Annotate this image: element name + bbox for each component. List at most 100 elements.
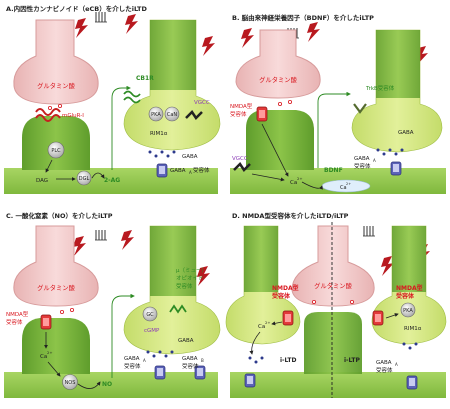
svg-text:Ca: Ca xyxy=(340,185,347,191)
svg-text:NOS: NOS xyxy=(65,380,76,386)
lightning-bolt-icon xyxy=(121,230,134,250)
svg-text:NMDA型: NMDA型 xyxy=(6,310,29,318)
svg-text:NMDA型: NMDA型 xyxy=(230,102,253,110)
svg-text:受容体: 受容体 xyxy=(396,292,415,300)
bdnf-label: BDNF xyxy=(324,167,343,174)
nmda-receptor xyxy=(256,106,268,122)
svg-text:受容体: 受容体 xyxy=(193,166,210,174)
svg-text:受容体: 受容体 xyxy=(376,366,393,374)
mu-opioid-receptor xyxy=(169,304,187,314)
mglur-label: mGluR-I xyxy=(62,113,84,119)
svg-text:受容体: 受容体 xyxy=(124,362,141,370)
svg-text:GABA: GABA xyxy=(398,130,414,136)
svg-text:GABA: GABA xyxy=(124,356,140,362)
svg-text:GABA: GABA xyxy=(182,356,198,362)
postsynaptic-spine xyxy=(22,318,90,374)
gabaa-receptor-right xyxy=(406,375,418,390)
glutamatergic-terminal xyxy=(235,29,321,99)
nmda-receptor-right xyxy=(372,310,384,326)
panel-c: C. 一酸化窒素（NO）を介したiLTP グルタミン酸 NMDA型 受容体 Ca… xyxy=(4,211,221,398)
svg-text:受容体: 受容体 xyxy=(6,318,23,326)
svg-text:グルタミン酸: グルタミン酸 xyxy=(37,283,75,292)
nos-molecule xyxy=(62,374,78,390)
vgcc-label: VGCC xyxy=(232,156,248,162)
gaba-vesicles xyxy=(148,150,176,158)
svg-text:2+: 2+ xyxy=(47,350,53,355)
svg-text:PKA: PKA xyxy=(403,308,413,314)
cgmp-label: cGMP xyxy=(144,328,160,334)
panel-d-title: D. NMDA型受容体を介したiLTD/iLTP xyxy=(232,211,349,220)
lightning-bolt-icon xyxy=(125,14,138,34)
svg-text:受容体: 受容体 xyxy=(182,362,199,370)
glutamatergic-terminal xyxy=(13,19,99,105)
gaba-vesicles xyxy=(146,350,174,358)
glutamatergic-terminal xyxy=(13,225,99,307)
svg-text:2+: 2+ xyxy=(265,320,271,325)
spike-train-icon xyxy=(94,229,108,241)
svg-text:A: A xyxy=(373,158,376,163)
spike-train-icon xyxy=(94,11,108,23)
svg-text:2+: 2+ xyxy=(346,182,351,186)
svg-text:A: A xyxy=(395,362,398,367)
panel-b-title: B. 脳由来神経栄養因子（BDNF）を介したiLTP xyxy=(232,13,374,22)
trkb-receptor xyxy=(353,103,367,114)
glutamate-label: グルタミン酸 xyxy=(37,81,75,90)
svg-text:B: B xyxy=(201,358,204,363)
glutamatergic-terminal xyxy=(291,225,375,307)
lightning-bolt-icon xyxy=(75,18,88,38)
svg-text:CaN: CaN xyxy=(167,112,178,118)
gaba-vesicles xyxy=(376,148,404,156)
lightning-bolt-icon xyxy=(307,22,320,42)
panel-c-title: C. 一酸化窒素（NO）を介したiLTP xyxy=(6,211,113,220)
svg-text:受容体: 受容体 xyxy=(230,110,247,118)
gabaa-receptor xyxy=(390,161,402,176)
iltd-label: i-LTD xyxy=(280,357,296,364)
svg-text:受容体: 受容体 xyxy=(272,292,291,300)
can-molecule xyxy=(164,106,180,122)
svg-text:PLC: PLC xyxy=(51,148,61,154)
pka-molecule xyxy=(148,106,164,122)
svg-text:受容体: 受容体 xyxy=(354,162,371,170)
trkb-label: TrkB受容体 xyxy=(365,84,395,92)
vgcc-channel xyxy=(233,162,251,172)
postsynaptic-dendrite xyxy=(4,168,218,194)
pka-molecule xyxy=(400,302,416,318)
nmda-receptor-left xyxy=(282,310,294,326)
2ag-label: 2-AG xyxy=(104,177,120,184)
svg-text:Ca: Ca xyxy=(258,324,265,330)
gaba-label: GABA xyxy=(182,154,198,160)
dag-label: DAG xyxy=(36,178,48,184)
mglur-receptor xyxy=(35,108,61,116)
no-label: NO xyxy=(102,381,112,388)
gabaa-receptor-left xyxy=(244,373,256,388)
spike-train-icon xyxy=(362,225,376,237)
dgl-molecule xyxy=(76,170,92,186)
panel-a-title: A.内因性カンナビノイド（eCB）を介したiLTD xyxy=(6,4,147,13)
panel-d: D. NMDA型受容体を介したiLTD/iLTP グルタミン酸 NMDA型 受容… xyxy=(225,211,447,398)
svg-text:2+: 2+ xyxy=(297,176,303,181)
lightning-bolt-icon xyxy=(202,36,215,56)
gabaa-receptor xyxy=(156,163,168,178)
panel-b: B. 脳由来神経栄養因子（BDNF）を介したiLTP グルタミン酸 NMDA型 … xyxy=(230,13,446,194)
svg-text:グルタミン酸: グルタミン酸 xyxy=(259,75,297,84)
rim-label: RIM1α xyxy=(150,131,168,137)
panel-a: A.内因性カンナビノイド（eCB）を介したiLTD グルタミン酸 mGluR-I… xyxy=(4,4,221,194)
postsynaptic-dendrite xyxy=(4,372,218,398)
svg-text:GABA: GABA xyxy=(170,168,186,174)
svg-text:PKA: PKA xyxy=(151,112,161,118)
svg-text:GABA: GABA xyxy=(178,338,194,344)
svg-text:受容体: 受容体 xyxy=(176,282,193,290)
svg-text:GABA: GABA xyxy=(354,156,370,162)
cb1r-label: CB1R xyxy=(136,75,154,82)
vgcc-channel xyxy=(185,110,203,120)
cb1r-receptor xyxy=(123,90,141,98)
svg-text:A: A xyxy=(189,170,192,175)
svg-text:NMDA型: NMDA型 xyxy=(396,284,423,292)
svg-text:A: A xyxy=(143,358,146,363)
svg-text:オピオイド: オピオイド xyxy=(176,275,204,282)
svg-text:DGL: DGL xyxy=(79,176,90,182)
nmda-receptor xyxy=(40,314,52,330)
lightning-bolt-icon xyxy=(241,28,254,48)
svg-text:グルタミン酸: グルタミン酸 xyxy=(314,281,352,290)
